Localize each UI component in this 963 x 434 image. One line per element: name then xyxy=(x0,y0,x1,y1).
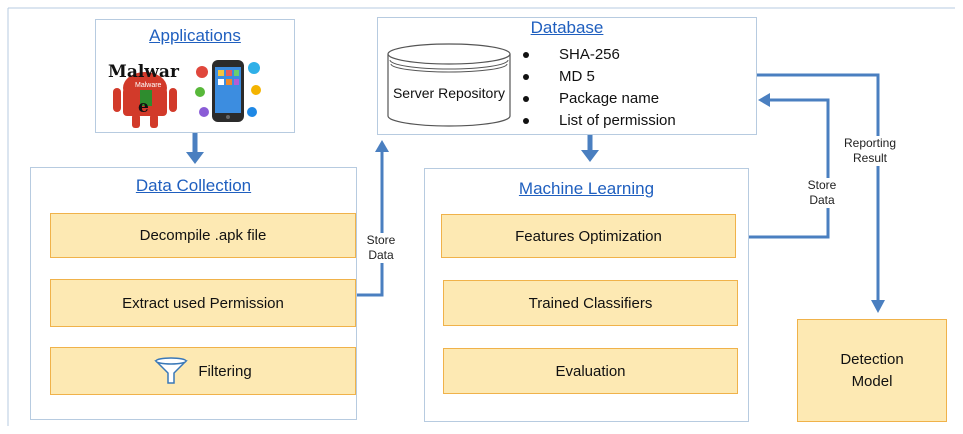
data-collection-title: Data Collection xyxy=(135,176,252,195)
step-filtering-label: Filtering xyxy=(198,362,252,380)
step-decompile-apk: Decompile .apk file xyxy=(50,213,356,258)
arrowhead-database-to-detection xyxy=(871,300,885,313)
store-data-label-left: Store Data xyxy=(359,233,403,263)
database-field: MD 5 xyxy=(517,66,676,88)
arrow-extract-to-database xyxy=(357,152,384,297)
smartphone-apps-icon xyxy=(195,60,261,122)
android-malware-icon xyxy=(113,72,177,128)
store-data-label-right: Store Data xyxy=(800,178,844,208)
database-field: Package name xyxy=(517,88,676,110)
malware-text: Malwar xyxy=(108,62,179,82)
step-evaluation: Evaluation xyxy=(443,348,738,394)
applications-title: Applications xyxy=(149,26,241,45)
step-extract-permission: Extract used Permission xyxy=(50,279,356,327)
malware-badge: Malware xyxy=(135,82,162,89)
database-field-list: SHA-256 MD 5 Package name List of permis… xyxy=(517,44,676,132)
reporting-result-label: Reporting Result xyxy=(838,136,902,166)
database-title: Database xyxy=(530,18,604,37)
arrowhead-database-to-ml xyxy=(581,150,599,162)
machine-learning-title: Machine Learning xyxy=(518,179,655,198)
database-panel: Database Server Repository SHA-256 MD 5 … xyxy=(377,17,757,135)
arrowhead-extract-to-database xyxy=(375,140,389,152)
arrow-features-to-database xyxy=(736,98,830,239)
step-trained-classifiers: Trained Classifiers xyxy=(443,280,738,326)
step-filtering-box: Filtering xyxy=(50,347,356,395)
arrowhead-features-to-database xyxy=(758,93,770,107)
database-field: List of permission xyxy=(517,110,676,132)
malware-suffix: e xyxy=(138,97,149,117)
detection-model-box: Detection Model xyxy=(797,319,947,422)
arrow-database-to-detection xyxy=(757,73,880,300)
funnel-icon xyxy=(154,357,189,384)
step-features-optimization: Features Optimization xyxy=(441,214,736,258)
applications-panel: Applications Malwar Malware e xyxy=(95,19,295,133)
arrowhead-applications-to-collection xyxy=(186,152,204,164)
detection-model-label: Detection Model xyxy=(840,350,904,390)
server-repository-label: Server Repository xyxy=(392,85,506,101)
database-field: SHA-256 xyxy=(517,44,676,66)
server-repository-cylinder xyxy=(387,43,511,127)
